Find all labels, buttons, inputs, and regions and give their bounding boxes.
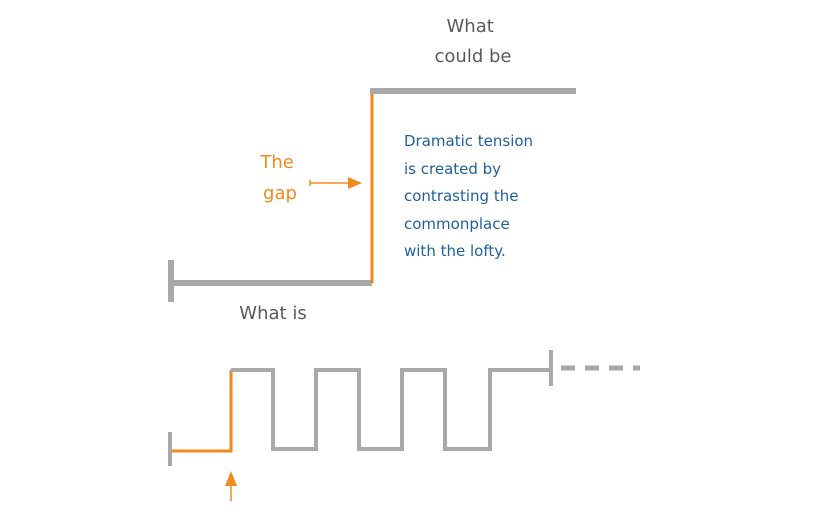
- tension-note-line-1: Dramatic tension: [404, 132, 533, 150]
- tension-note-line-4: commonplace: [404, 215, 510, 233]
- wave-line: [231, 368, 550, 451]
- the-gap-line-2: gap: [263, 183, 297, 204]
- tension-note-line-2: is created by: [404, 160, 501, 178]
- wave-start-segment: [172, 370, 233, 453]
- tension-note-line-5: with the lofty.: [404, 242, 506, 260]
- what-could-be-label: What could be: [435, 16, 512, 67]
- what-is-label: What is: [239, 303, 306, 324]
- top-diagram: What could be What is The gap Dramatic t…: [168, 16, 576, 324]
- what-could-be-line-1: What: [446, 16, 493, 37]
- tension-note-line-3: contrasting the: [404, 187, 518, 205]
- what-could-be-line-2: could be: [435, 46, 512, 67]
- arrow-right-icon: [309, 177, 362, 189]
- bottom-diagram: [168, 350, 640, 501]
- the-gap-label: The gap: [259, 152, 299, 204]
- the-gap-line-1: The: [259, 152, 293, 173]
- tension-note: Dramatic tension is created by contrasti…: [404, 132, 538, 260]
- arrow-up-icon: [225, 471, 237, 501]
